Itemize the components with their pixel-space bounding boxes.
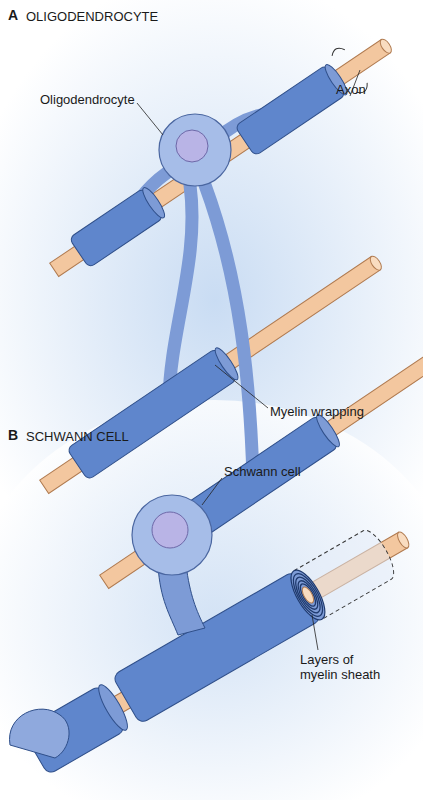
part-label: Myelin wrapping [270, 404, 390, 419]
myelin-layer [297, 582, 318, 609]
panel-title: SCHWANN CELL [26, 429, 226, 444]
neighbor-schwann-cell [10, 709, 70, 758]
myelin-layers [288, 569, 328, 620]
leader-line [202, 478, 222, 505]
cell-body [159, 114, 231, 186]
axon-body [40, 257, 381, 494]
background-glow [0, 400, 423, 800]
myelin-sheath [65, 45, 370, 274]
schwann-axon [21, 514, 421, 777]
nucleus [176, 130, 208, 162]
myelin-layer [294, 578, 321, 612]
myelin-layer [288, 569, 328, 620]
axon-section [300, 585, 316, 605]
myelin-layer [291, 574, 325, 617]
leader-lines [202, 478, 318, 650]
myelin-segment [67, 348, 237, 480]
panel-letter: A [8, 8, 28, 23]
myelin-end [212, 345, 242, 382]
sheath-outline [294, 526, 400, 619]
part-label: Oligodendrocyte [40, 92, 150, 107]
part-label: Layers of myelin sheath [300, 652, 392, 682]
cell-neck [158, 565, 205, 635]
axon-end [378, 37, 394, 55]
leader-line [312, 615, 318, 650]
panel-letter: B [8, 428, 28, 443]
cell-process [205, 185, 253, 478]
part-label: Schwann cell [224, 464, 334, 479]
myelin-segment [112, 571, 322, 724]
axon-end [395, 530, 411, 550]
nucleus [152, 512, 188, 548]
leader-lines [137, 70, 360, 408]
leader-line [215, 365, 268, 408]
leader-line [137, 103, 163, 135]
cell-body [132, 495, 212, 575]
axon [40, 254, 384, 493]
myelin-end [139, 185, 167, 220]
myelin-face [284, 565, 331, 624]
axon-end [368, 254, 384, 272]
part-label: Axon [336, 82, 396, 97]
wrap-arrow [330, 45, 345, 57]
panel-title: OLIGODENDROCYTE [26, 9, 226, 24]
